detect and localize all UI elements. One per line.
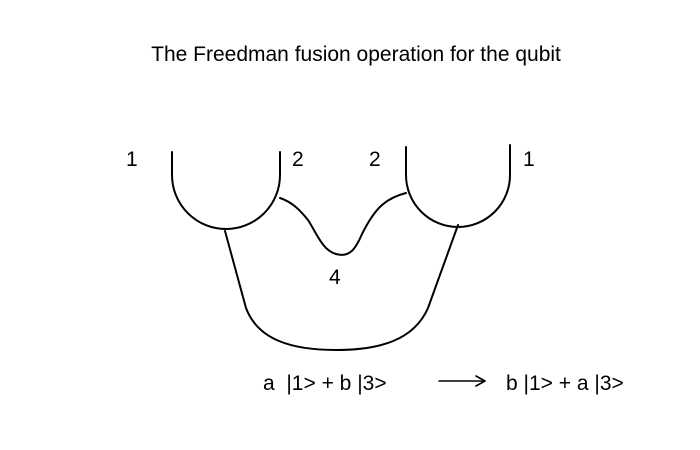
equation-left-state: a |1> + b |3>: [263, 372, 387, 395]
left-cup-strand: [171, 151, 281, 230]
label-top-right-outer: 1: [523, 148, 535, 171]
label-top-right-inner: 2: [369, 148, 381, 171]
label-top-left-inner: 2: [292, 148, 304, 171]
label-top-left-outer: 1: [126, 148, 138, 171]
outer-bowl-strand: [224, 224, 459, 351]
right-cup-strand: [405, 144, 511, 228]
middle-fusion-strand: [279, 192, 407, 256]
long-right-arrow-icon: [438, 375, 486, 387]
diagram-title: The Freedman fusion operation for the qu…: [151, 43, 561, 66]
label-middle: 4: [329, 266, 341, 289]
equation-right-state: b |1> + a |3>: [506, 372, 624, 395]
